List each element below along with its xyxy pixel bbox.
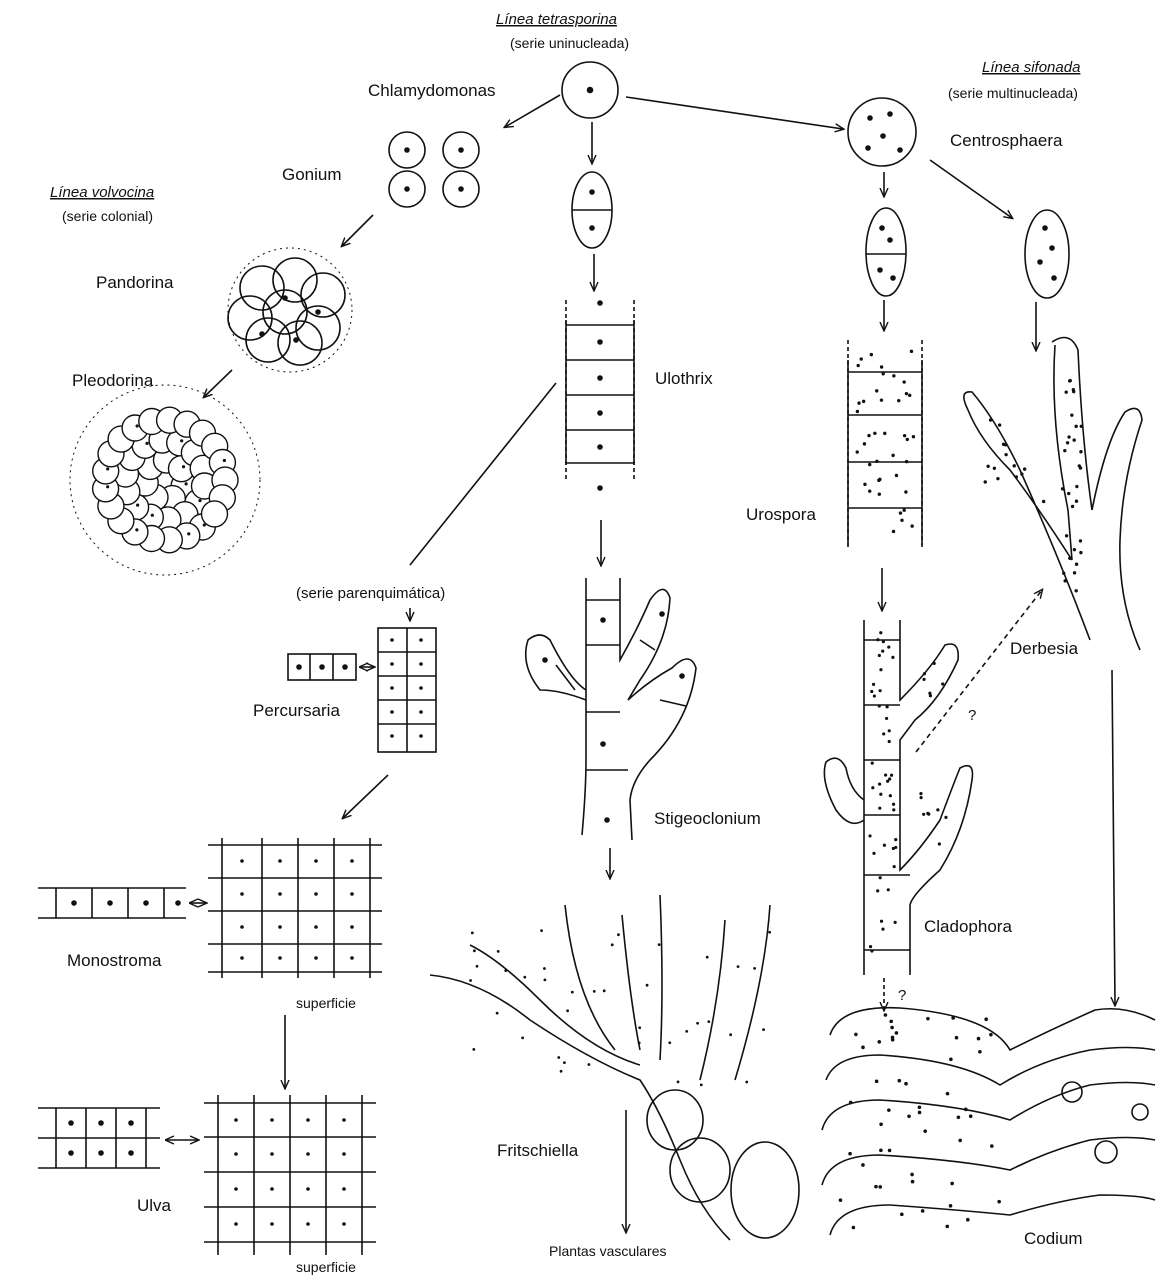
monostroma-grid [208,838,382,978]
pandorina-label: Pandorina [96,273,174,292]
question-mark-derbesia: ? [968,707,976,724]
percursaria-filament [288,654,356,680]
gonium-colony [389,132,479,207]
arrow-to-gonium [505,95,560,127]
stigeoclonium-thallus [526,578,696,840]
plantas-vasculares-label: Plantas vasculares [549,1243,667,1259]
fritschiella-thallus [430,895,799,1240]
two-cell-stage [572,172,612,248]
ulva-grid [204,1095,376,1255]
superficie-label-ulva: superficie [296,1259,356,1275]
ulva-small-block [38,1108,160,1168]
multinucleate-single-cell [1025,210,1069,298]
gonium-label: Gonium [282,165,342,184]
pleodorina-label: Pleodorina [72,371,154,390]
superficie-label-monostroma: superficie [296,995,356,1011]
percursaria-block [378,628,436,752]
question-mark-codium: ? [898,987,906,1004]
urospora-label: Urospora [746,505,816,524]
line-volvocina-subtitle: (serie colonial) [62,208,153,224]
chlamydomonas-label: Chlamydomonas [368,81,496,100]
derbesia-label: Derbesia [1010,639,1079,658]
arrow-cladophora-to-derbesia [916,590,1042,752]
series-parenquimatica-label: (serie parenquimática) [296,585,445,602]
codium-thallus [822,1008,1155,1235]
nuclei-dots [106,350,1083,1230]
chlamydomonas-cell [562,62,618,118]
line-tetrasporina-title: Línea tetrasporina [496,11,617,28]
ulothrix-label: Ulothrix [655,369,713,388]
pleodorina-colony [70,385,260,575]
arrow-to-centrosphaera [626,97,843,129]
line-volvocina-title: Línea volvocina [50,184,154,201]
arrow-ulothrix-to-parenquimatica [410,383,556,565]
codium-label: Codium [1024,1229,1083,1248]
centrosphaera-cell [848,98,916,166]
derbesia-thallus [964,338,1142,651]
stigeoclonium-label: Stigeoclonium [654,809,761,828]
monostroma-filament [38,888,186,918]
pandorina-colony [228,248,352,372]
arrow-to-pandorina [342,215,373,246]
line-sifonada-title: Línea sifonada [982,59,1080,76]
ulva-label: Ulva [137,1196,172,1215]
ulothrix-filament [566,300,634,490]
fritschiella-label: Fritschiella [497,1141,579,1160]
multinucleate-two-cell [866,208,906,296]
arrow-to-pleodorina [204,370,232,397]
percursaria-label: Percursaria [253,701,340,720]
line-sifonada-subtitle: (serie multinucleada) [948,85,1078,101]
urospora-filament [848,340,922,550]
line-tetrasporina-subtitle: (serie uninucleada) [510,35,629,51]
cladophora-label: Cladophora [924,917,1012,936]
centrosphaera-label: Centrosphaera [950,131,1063,150]
arrow-derbesia-to-codium [1112,670,1115,1005]
arrow-to-monostroma [343,775,388,818]
monostroma-label: Monostroma [67,951,162,970]
arrow-to-derbesia-precursor [930,160,1012,218]
